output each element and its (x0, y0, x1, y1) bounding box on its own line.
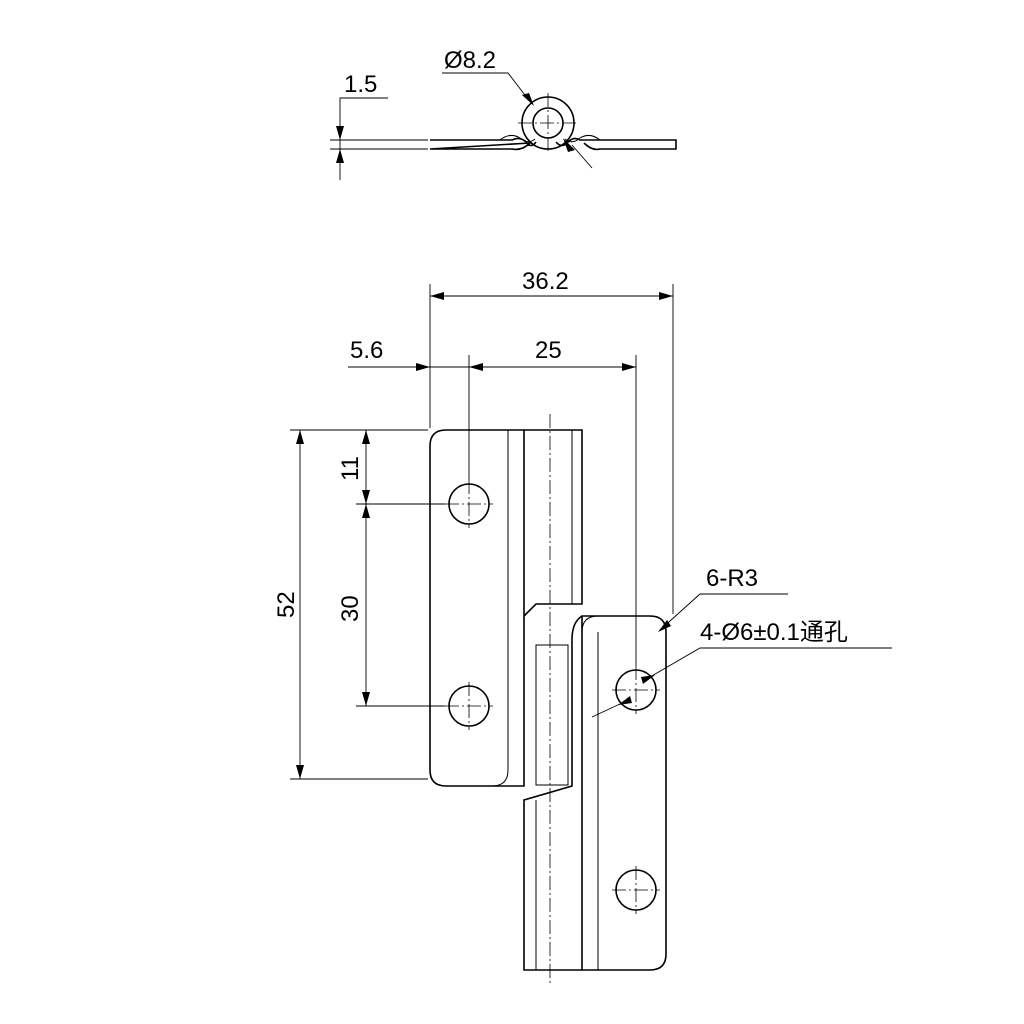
front-view (429, 414, 667, 985)
overall-height-label: 52 (273, 591, 300, 618)
height-arrow-top (296, 430, 304, 444)
left-leaf-fold-curve (491, 769, 509, 787)
spacing-y-arrow-2 (362, 692, 370, 706)
left-leaf-outline (429, 429, 525, 787)
pin-diameter-arrow-2 (563, 138, 575, 152)
pin-diameter-leader-tail (571, 144, 593, 169)
hole-spacing-y-label: 30 (337, 595, 364, 622)
radius-leader (659, 593, 788, 631)
thickness-label: 1.5 (344, 71, 377, 98)
pin-segment (535, 644, 569, 786)
pin-diameter-leader (442, 72, 529, 100)
right-leaf-fold-curve (581, 615, 599, 633)
radius-arrow (658, 620, 671, 632)
width-arrow-left (430, 292, 444, 300)
top-view: Ø8.2 1.5 (330, 47, 677, 180)
front-dimensions: 36.2 5.6 25 52 11 30 6-R3 (273, 268, 892, 780)
hole-bottom-right (612, 866, 660, 914)
spacing-y-arrow-1 (362, 504, 370, 518)
height-arrow-bottom (296, 765, 304, 779)
pin-diameter-label: Ø8.2 (444, 47, 496, 74)
width-arrow-right (659, 292, 673, 300)
thickness-arrow-top (336, 126, 344, 140)
corner-radius-label: 6-R3 (706, 565, 758, 592)
top-offset-arrow-1 (362, 430, 370, 444)
hole-bottom-left (445, 682, 493, 730)
hole-spec-arrow-2 (618, 696, 632, 705)
pin-diameter-arrow-1 (522, 93, 534, 106)
thickness-arrow-bottom (336, 149, 344, 163)
hole-offset-label: 5.6 (350, 337, 383, 364)
spacing-x-arrow (622, 363, 636, 371)
offset-arrow-1 (416, 363, 430, 371)
top-offset-arrow-2 (362, 490, 370, 504)
hole-spec-arrow-1 (641, 675, 655, 684)
left-knuckle (523, 429, 583, 617)
top-view-leaf-curl (499, 134, 601, 143)
right-leaf-outline (581, 615, 667, 971)
right-knuckle (523, 640, 582, 971)
hole-top-right (612, 666, 660, 714)
hole-spacing-x-label: 25 (535, 337, 562, 364)
hole-spec-label: 4-Ø6±0.1通孔 (700, 619, 848, 646)
top-hole-offset-label: 11 (337, 456, 364, 481)
thickness-dim-line (339, 97, 388, 180)
overall-width-label: 36.2 (522, 268, 569, 295)
right-leaf-bend (571, 615, 583, 641)
hole-spec-leader (649, 647, 892, 678)
hole-top-left (445, 480, 493, 528)
hole-spec-leader-tail (591, 702, 623, 718)
